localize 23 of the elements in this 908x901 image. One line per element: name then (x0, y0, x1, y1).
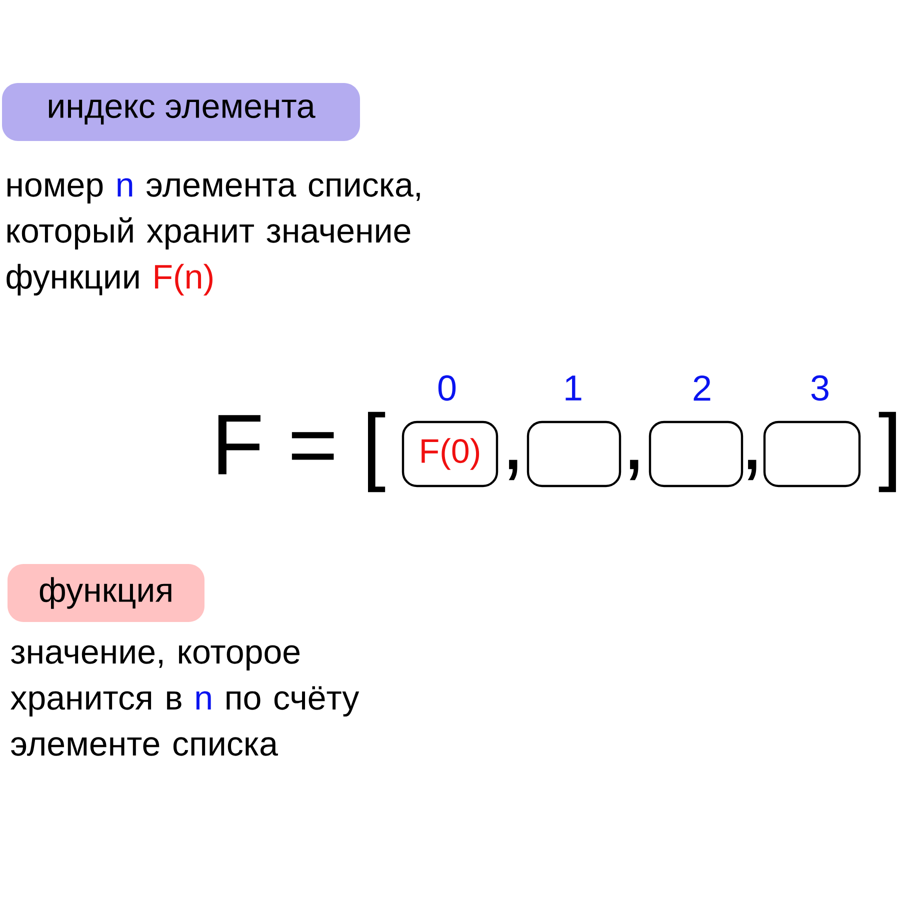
label: элемента списка, (146, 178, 420, 201)
comma: , (508, 460, 518, 480)
index-number: 2 (694, 375, 710, 401)
comma: , (630, 460, 638, 480)
comma: , (748, 460, 756, 480)
index-number: 3 (811, 375, 828, 401)
list-cell: F(0) (402, 420, 498, 488)
list-cell (526, 420, 622, 488)
heading-pill: индекс элемента (2, 83, 360, 141)
formula-text: F = [ (218, 412, 386, 492)
bracket: ] (878, 412, 896, 492)
description-text: номер n элемента списка, который хранит значение функции F(n) (6, 178, 420, 296)
description-text: значение, которое хранится в n по счёту элементе списка (10, 645, 360, 756)
label: номер (8, 178, 103, 204)
label: функции (6, 264, 139, 296)
heading-pill: функция (8, 564, 204, 622)
list-cell (763, 420, 861, 488)
index-number: 0 (438, 375, 456, 401)
list-cell (648, 420, 744, 488)
label: F(n) (155, 264, 212, 296)
label: n (118, 178, 132, 196)
label: который хранит значение (7, 217, 410, 250)
index-number: 1 (566, 376, 582, 400)
